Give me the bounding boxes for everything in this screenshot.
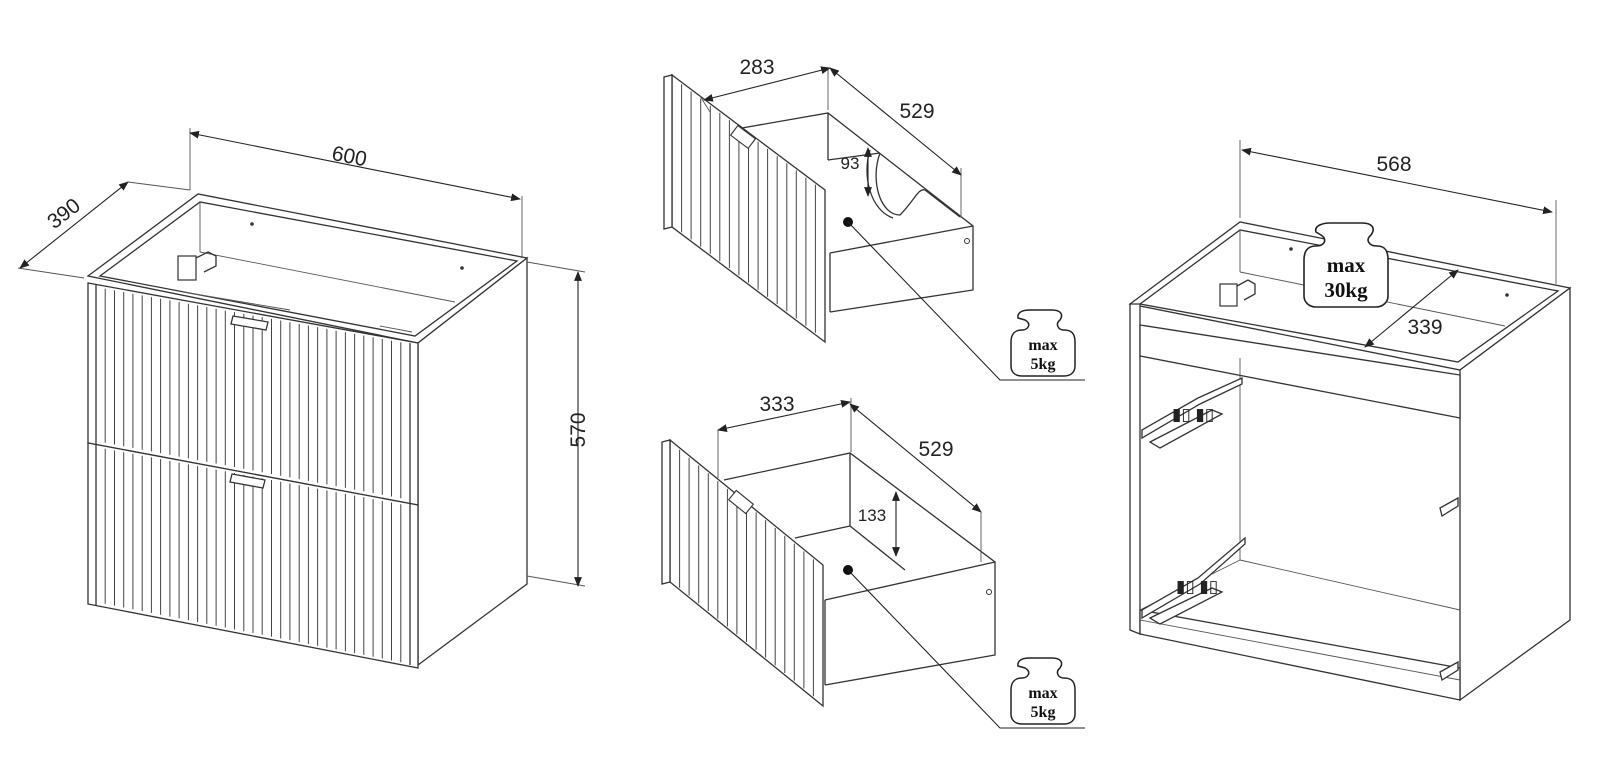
depth-label: 390 [43, 194, 85, 234]
bracket-icon [177, 251, 217, 281]
handle-top [230, 315, 269, 331]
fluted-front-bottom [104, 448, 402, 663]
front-height-label: 333 [759, 393, 794, 416]
runner-right-top [1439, 496, 1459, 518]
cabinet-front-view: 600 390 570 [17, 128, 590, 669]
weight-icon: max 5kg [1010, 657, 1076, 725]
runner-right-bottom [1439, 660, 1459, 682]
weight-value: 5kg [1031, 356, 1056, 373]
runner-left-top: ▮▯ ▮▯ [1141, 376, 1243, 449]
weight-icon: max 5kg [1010, 309, 1076, 377]
svg-text:▮▯ ▮▯: ▮▯ ▮▯ [1172, 405, 1214, 424]
weight-max: max [1028, 337, 1057, 354]
width-label: 600 [330, 142, 369, 171]
top-drawer-view: 283 529 93 max 5kg [663, 56, 1085, 381]
handle-bottom [229, 473, 266, 489]
depth-label: 339 [1407, 316, 1442, 339]
width-label: 568 [1376, 153, 1411, 176]
weight-value: 5kg [1031, 704, 1056, 721]
bottom-drawer-view: 333 529 133 max 5kg [661, 393, 1085, 729]
handle [727, 489, 755, 515]
runner-left-bottom: ▮▯ ▮▯ [1141, 536, 1246, 625]
height-label: 570 [567, 412, 590, 447]
fluted-front-bottom-drawer [679, 449, 814, 697]
weight-value: 30kg [1324, 278, 1368, 302]
fluted-front-top [104, 288, 402, 499]
weight-icon: max 30kg [1303, 222, 1389, 308]
inner-height-label: 133 [858, 506, 886, 525]
svg-text:▮▯ ▮▯: ▮▯ ▮▯ [1176, 577, 1218, 596]
handle [729, 124, 757, 150]
cabinet-open-view: ▮▯ ▮▯ ▮▯ ▮▯ 568 339 max 30kg [1128, 140, 1572, 702]
bracket-icon [1219, 279, 1256, 307]
depth-label: 529 [918, 438, 953, 461]
front-height-label: 283 [739, 56, 774, 79]
depth-label: 529 [899, 100, 934, 123]
weight-max: max [1327, 253, 1366, 277]
weight-max: max [1028, 685, 1057, 702]
inner-height-label: 93 [841, 154, 860, 173]
fluted-front-top-drawer [681, 84, 816, 333]
